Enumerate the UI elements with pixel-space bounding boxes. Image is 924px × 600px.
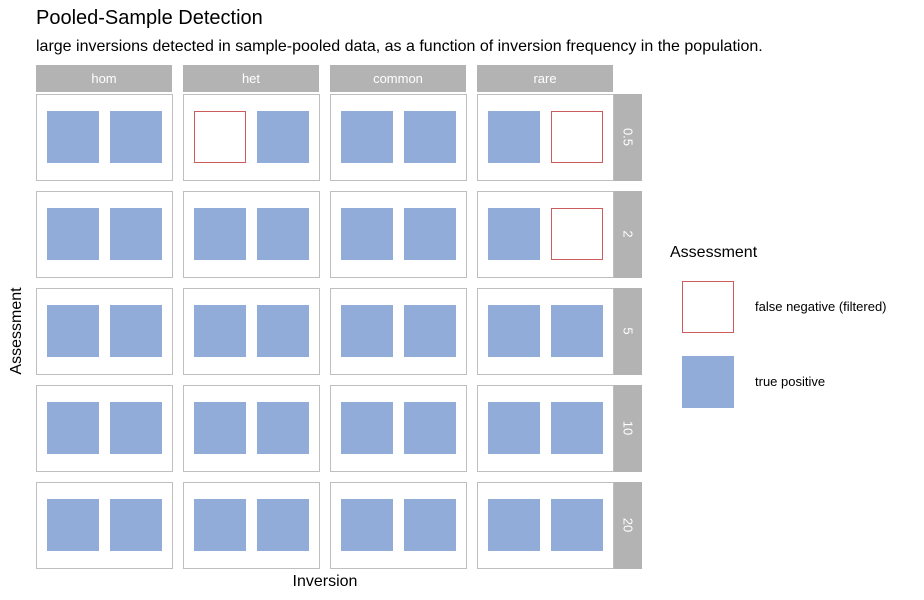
- tile-true-positive: [110, 305, 162, 357]
- tile-true-positive: [110, 402, 162, 454]
- column-strip: [330, 65, 466, 92]
- tile-false-negative: [551, 111, 603, 163]
- column-strip-label: common: [373, 71, 423, 86]
- row-strip-label: 20: [621, 518, 636, 532]
- column-strip-label: het: [242, 71, 260, 86]
- y-axis-title: Assessment: [8, 287, 25, 375]
- row-strip-label: 5: [621, 327, 636, 334]
- tile-true-positive: [194, 208, 246, 260]
- legend-title: Assessment: [670, 244, 758, 261]
- facet-grid: hom het common rare 0.5 2 5 10 20: [36, 65, 642, 569]
- column-strip-label: hom: [91, 71, 116, 86]
- tile-true-positive: [257, 208, 309, 260]
- row-strip: [614, 94, 642, 181]
- tile-true-positive: [194, 305, 246, 357]
- tile-true-positive: [404, 499, 456, 551]
- tile-true-positive: [404, 208, 456, 260]
- tile-true-positive: [488, 499, 540, 551]
- tile-true-positive: [488, 402, 540, 454]
- tile-true-positive: [341, 111, 393, 163]
- tile-true-positive: [47, 402, 99, 454]
- column-strip: [477, 65, 613, 92]
- tile-true-positive: [257, 305, 309, 357]
- tile-true-positive: [47, 499, 99, 551]
- x-axis-title: Inversion: [293, 573, 358, 590]
- chart-subtitle: large inversions detected in sample-pool…: [36, 38, 763, 55]
- column-strip: [36, 65, 172, 92]
- tile-true-positive: [110, 208, 162, 260]
- tile-true-positive: [341, 208, 393, 260]
- tile-true-positive: [488, 111, 540, 163]
- row-strip-label: 10: [621, 421, 636, 435]
- tile-false-negative: [551, 208, 603, 260]
- row-strip: [614, 482, 642, 569]
- tile-true-positive: [47, 305, 99, 357]
- row-strip-label: 0.5: [621, 128, 636, 146]
- row-strip-label: 2: [621, 230, 636, 237]
- chart-title: Pooled-Sample Detection: [36, 7, 263, 29]
- legend-label: true positive: [755, 374, 825, 389]
- tile-true-positive: [404, 305, 456, 357]
- tile-true-positive: [341, 402, 393, 454]
- tile-true-positive: [194, 402, 246, 454]
- column-strip-label: rare: [533, 71, 556, 86]
- tile-true-positive: [488, 208, 540, 260]
- tile-true-positive: [110, 111, 162, 163]
- tile-true-positive: [488, 305, 540, 357]
- tile-true-positive: [47, 111, 99, 163]
- legend: Assessment false negative (filtered) true…: [670, 244, 887, 408]
- tile-true-positive: [404, 402, 456, 454]
- tile-true-positive: [551, 305, 603, 357]
- row-strip: [614, 191, 642, 278]
- tile-true-positive: [257, 111, 309, 163]
- legend-label: false negative (filtered): [755, 299, 887, 314]
- legend-key-true-positive: [682, 356, 734, 408]
- row-strip: [614, 385, 642, 472]
- tile-true-positive: [110, 499, 162, 551]
- tile-true-positive: [341, 305, 393, 357]
- tile-true-positive: [551, 402, 603, 454]
- tile-true-positive: [551, 499, 603, 551]
- row-strip: [614, 288, 642, 375]
- tile-true-positive: [341, 499, 393, 551]
- tile-true-positive: [257, 499, 309, 551]
- tile-true-positive: [47, 208, 99, 260]
- tile-true-positive: [194, 499, 246, 551]
- tile-false-negative: [194, 111, 246, 163]
- tile-true-positive: [257, 402, 309, 454]
- tile-true-positive: [404, 111, 456, 163]
- column-strip: [183, 65, 319, 92]
- legend-key-false-negative: [682, 281, 734, 333]
